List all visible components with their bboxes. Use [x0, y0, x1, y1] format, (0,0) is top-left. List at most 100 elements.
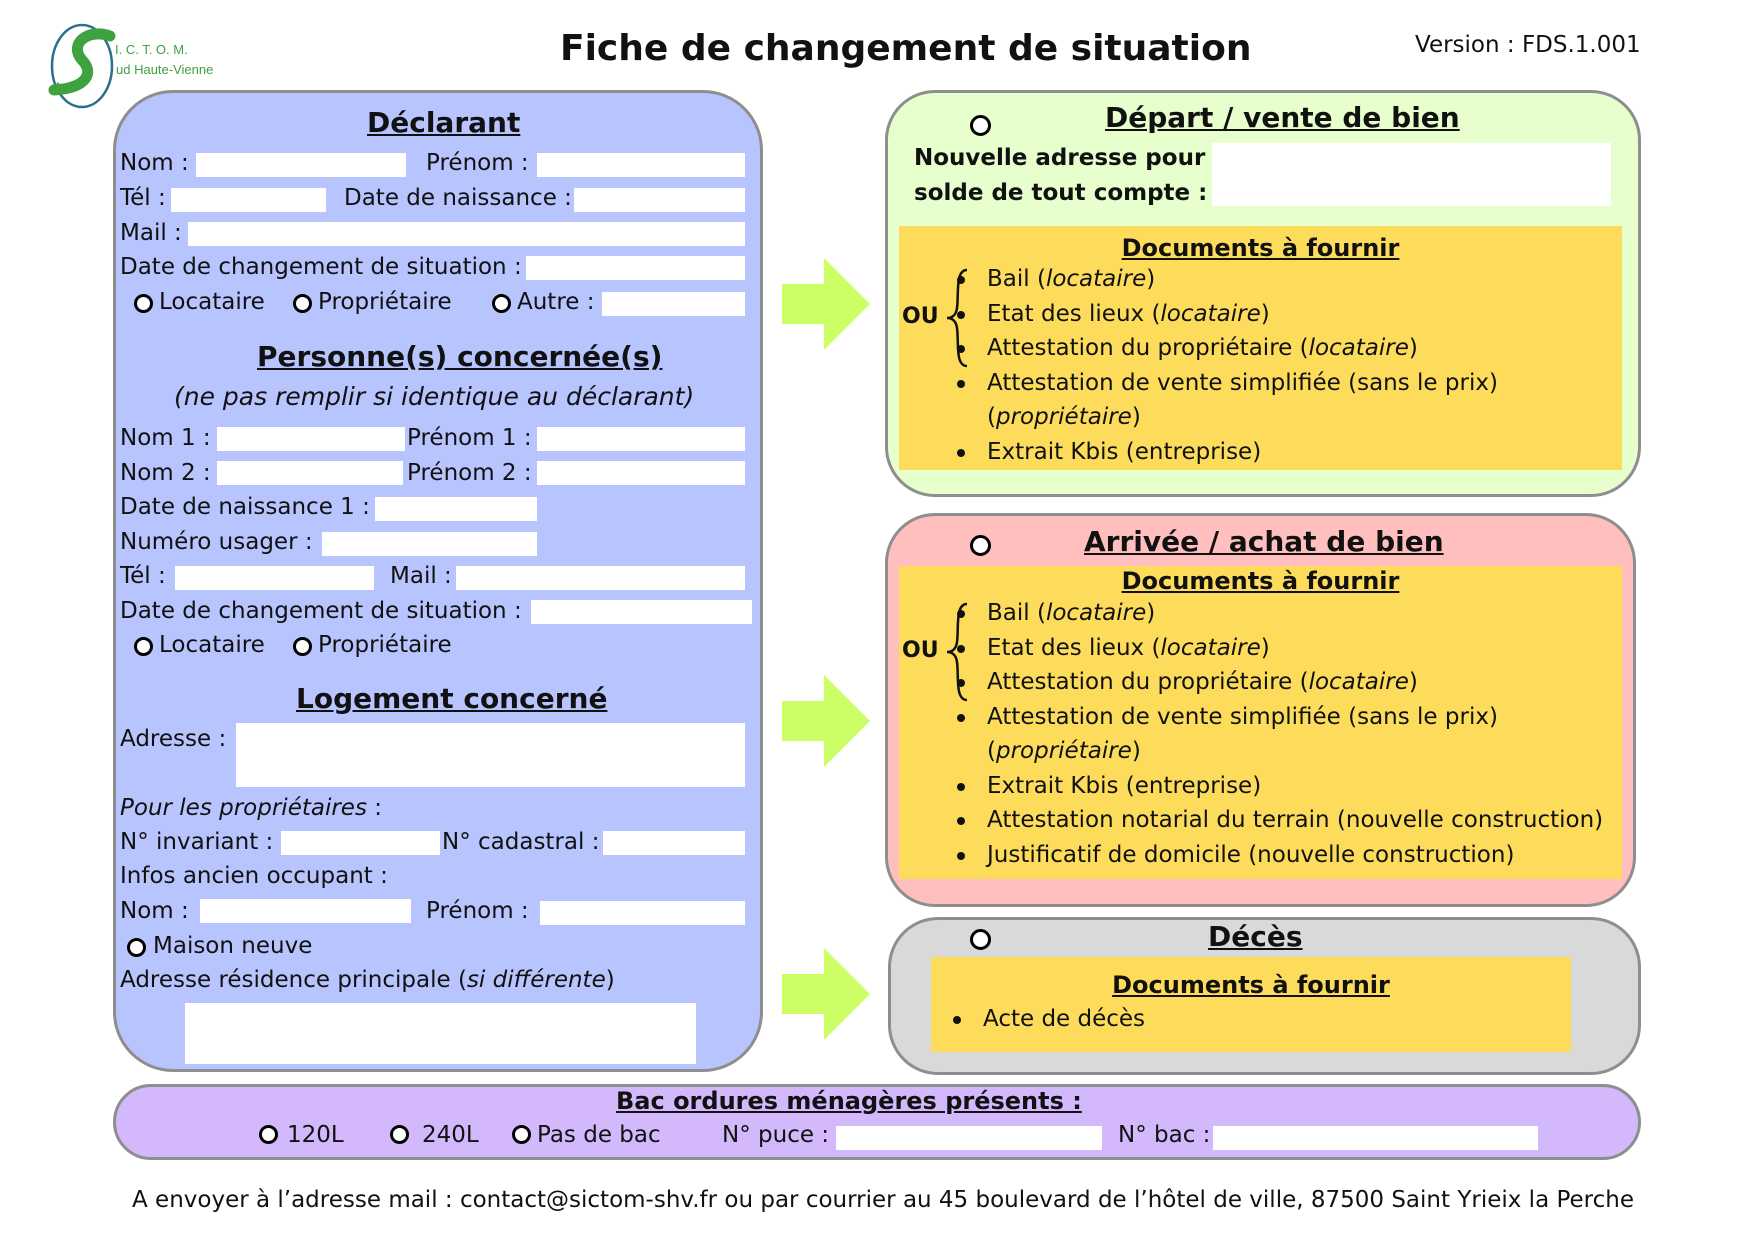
- residence-principale-label: Adresse résidence principale (si différe…: [120, 966, 615, 994]
- declarant-nom-input[interactable]: [196, 153, 406, 177]
- ancien-nom-input[interactable]: [200, 899, 411, 923]
- declarant-locataire-radio[interactable]: [134, 294, 153, 313]
- sictom-logo: I. C. T. O. M. ud Haute-Vienne: [48, 20, 228, 112]
- declarant-proprietaire-label: Propriétaire: [318, 289, 452, 315]
- doc-italic: propriétaire: [995, 404, 1132, 430]
- depart-doc-item: Etat des lieux (locataire): [957, 297, 1498, 332]
- doc-text: Bail (: [987, 266, 1046, 292]
- arrivee-docs-title: Documents à fournir: [1121, 567, 1400, 595]
- depart-nouvelle-adresse-input[interactable]: [1212, 143, 1611, 206]
- doc-italic: locataire: [1045, 600, 1147, 626]
- personne-proprietaire-radio[interactable]: [293, 637, 312, 656]
- residence-principale-input[interactable]: [185, 1003, 696, 1064]
- arrivee-ou-label: OU: [902, 638, 939, 663]
- pour-proprietaires-label: Pour les propriétaires :: [120, 794, 382, 822]
- declarant-tel-input[interactable]: [171, 188, 326, 212]
- logement-adresse-label: Adresse :: [120, 726, 227, 752]
- arrow-arrivee-icon: [782, 675, 870, 767]
- ancien-prenom-input[interactable]: [540, 901, 745, 925]
- doc-italic: locataire: [1045, 266, 1147, 292]
- personne-prenom2-input[interactable]: [537, 461, 745, 485]
- declarant-date-changement-input[interactable]: [526, 256, 745, 280]
- doc-text: Attestation du propriétaire (: [987, 669, 1309, 695]
- maison-neuve-label: Maison neuve: [153, 933, 313, 959]
- declarant-autre-input[interactable]: [602, 292, 745, 316]
- doc-end: ): [1131, 738, 1141, 764]
- doc-italic: locataire: [1160, 300, 1261, 327]
- depart-radio[interactable]: [970, 115, 991, 136]
- doc-text: (: [987, 738, 996, 764]
- doc-text: Justificatif de domicile (nouvelle const…: [987, 841, 1515, 868]
- logement-invariant-input[interactable]: [281, 831, 440, 855]
- doc-text: Extrait Kbis (entreprise): [987, 772, 1262, 799]
- logo-text-line2: ud Haute-Vienne: [116, 62, 214, 77]
- depart-doc-item: Extrait Kbis (entreprise): [957, 435, 1498, 470]
- doc-text: Attestation notarial du terrain (nouvell…: [987, 807, 1604, 833]
- personne-date-changement-label: Date de changement de situation :: [120, 598, 522, 624]
- bac-none-label: Pas de bac: [537, 1122, 661, 1148]
- depart-nouvelle-adresse-label: Nouvelle adresse pour solde de tout comp…: [914, 141, 1207, 211]
- depart-docs-list: Bail (locataire)Etat des lieux (locatair…: [899, 262, 1498, 469]
- personne-date-naissance1-input[interactable]: [375, 497, 537, 521]
- bac-none-radio[interactable]: [512, 1125, 531, 1144]
- personne-numero-usager-input[interactable]: [322, 532, 537, 556]
- footer-address: A envoyer à l’adresse mail : contact@sic…: [132, 1187, 1634, 1213]
- declarant-proprietaire-radio[interactable]: [293, 294, 312, 313]
- bac-120-radio[interactable]: [259, 1125, 278, 1144]
- doc-text: Attestation de vente simplifiée (sans le…: [987, 703, 1498, 730]
- personne-nom1-input[interactable]: [217, 427, 405, 451]
- doc-text: (: [987, 404, 996, 430]
- version-label: Version : FDS.1.001: [1415, 32, 1641, 58]
- personne-nom2-label: Nom 2 :: [120, 460, 211, 486]
- residence-suffix: ): [605, 967, 615, 993]
- logement-cadastral-input[interactable]: [603, 831, 745, 855]
- deces-radio[interactable]: [970, 929, 991, 950]
- personne-tel-label: Tél :: [120, 563, 166, 589]
- doc-end: ): [1260, 300, 1270, 327]
- personne-prenom2-label: Prénom 2 :: [407, 460, 532, 486]
- doc-end: ): [1260, 634, 1270, 661]
- personne-tel-input[interactable]: [175, 566, 374, 590]
- depart-nouvelle-adresse-line1: Nouvelle adresse pour: [914, 145, 1206, 171]
- residence-prefix: Adresse résidence principale (: [120, 967, 467, 993]
- personnes-title: Personne(s) concernée(s): [257, 340, 663, 373]
- declarant-tel-label: Tél :: [120, 185, 166, 211]
- personne-mail-input[interactable]: [456, 566, 745, 590]
- doc-italic: propriétaire: [995, 738, 1132, 764]
- personne-date-changement-input[interactable]: [531, 600, 752, 624]
- doc-end: ): [1131, 404, 1141, 430]
- declarant-autre-label: Autre :: [517, 289, 595, 315]
- personne-nom2-input[interactable]: [217, 461, 403, 485]
- logement-adresse-input[interactable]: [236, 723, 745, 787]
- personnes-subtitle: (ne pas remplir si identique au déclaran…: [174, 382, 695, 411]
- personne-prenom1-label: Prénom 1 :: [407, 425, 532, 451]
- doc-text: Attestation du propriétaire (: [987, 335, 1309, 361]
- doc-text: Bail (: [987, 600, 1046, 626]
- declarant-prenom-input[interactable]: [537, 153, 745, 177]
- depart-title: Départ / vente de bien: [1105, 101, 1460, 134]
- declarant-date-naissance-label: Date de naissance :: [344, 185, 572, 211]
- bac-240-radio[interactable]: [390, 1125, 409, 1144]
- arrivee-title: Arrivée / achat de bien: [1084, 525, 1444, 558]
- arrivee-docs-box: Documents à fournir OU Bail (locataire)E…: [899, 566, 1622, 879]
- bac-numero-input[interactable]: [1213, 1126, 1538, 1150]
- arrivee-doc-item: Justificatif de domicile (nouvelle const…: [956, 838, 1603, 873]
- personne-locataire-radio[interactable]: [134, 637, 153, 656]
- maison-neuve-radio[interactable]: [127, 938, 146, 957]
- deces-doc-item: Acte de décès: [952, 1002, 1145, 1037]
- bac-title: Bac ordures ménagères présents :: [616, 1087, 1082, 1115]
- doc-end: ): [1146, 600, 1156, 626]
- declarant-date-naissance-input[interactable]: [574, 188, 745, 212]
- personne-nom1-label: Nom 1 :: [120, 425, 211, 451]
- arrow-depart-icon: [782, 258, 870, 350]
- bac-puce-input[interactable]: [836, 1126, 1102, 1150]
- declarant-autre-radio[interactable]: [492, 294, 511, 313]
- arrivee-radio[interactable]: [970, 535, 991, 556]
- doc-italic: locataire: [1308, 669, 1409, 695]
- declarant-mail-input[interactable]: [188, 222, 745, 246]
- arrivee-doc-item: Bail (locataire): [956, 596, 1603, 631]
- deces-docs-list: Acte de décès: [931, 1002, 1145, 1037]
- personne-prenom1-input[interactable]: [537, 427, 745, 451]
- depart-doc-item: Bail (locataire): [957, 262, 1498, 297]
- depart-doc-item: Attestation de vente simplifiée (sans le…: [957, 366, 1498, 401]
